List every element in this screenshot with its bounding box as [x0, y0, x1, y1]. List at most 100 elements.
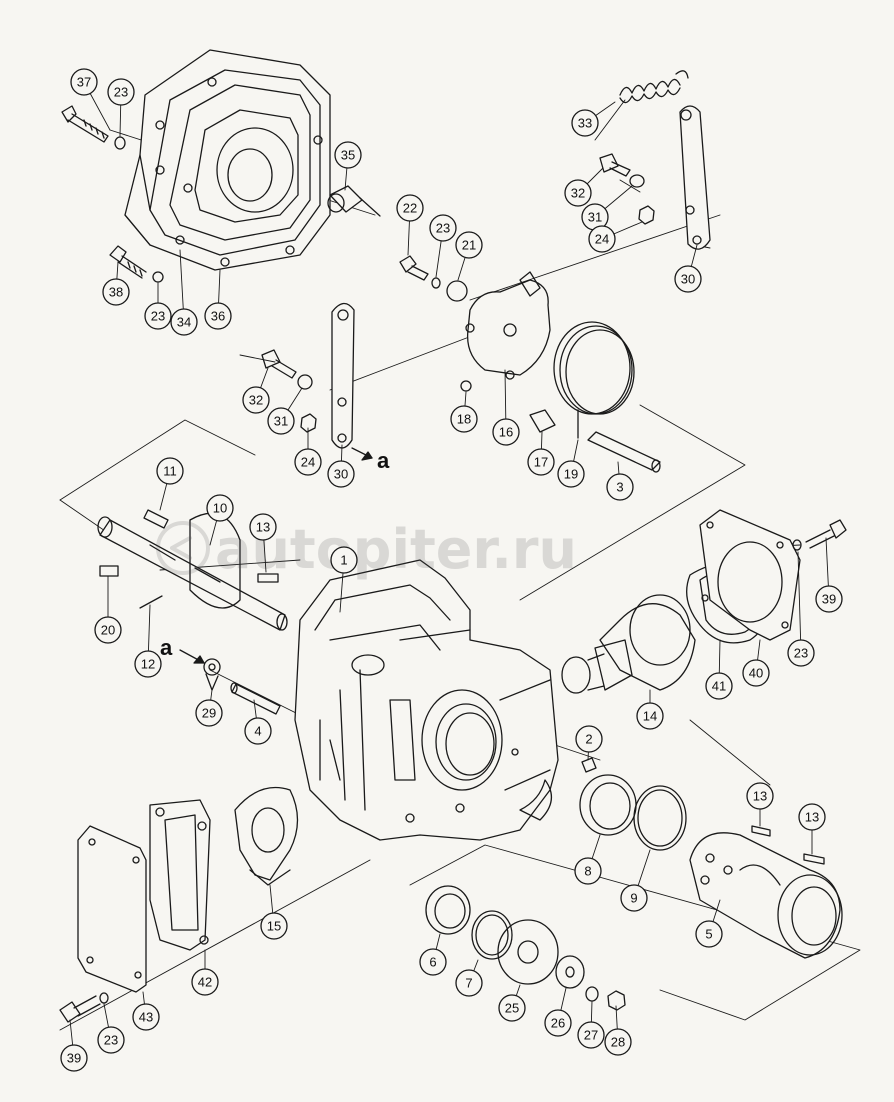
- key-13-lower: [803, 853, 825, 865]
- callout-number: 21: [462, 238, 476, 253]
- transmission-case-1: [294, 559, 559, 841]
- stud-32-mid: [261, 349, 297, 379]
- callout-circle: [97, 1026, 125, 1054]
- callout-18: 18: [450, 391, 478, 433]
- callout-22: 22: [396, 194, 424, 256]
- callout-12: 12: [134, 604, 162, 678]
- callout-number: 43: [139, 1010, 153, 1025]
- seal-8: [579, 774, 637, 836]
- pin-3: [587, 431, 661, 473]
- callout-number: 23: [794, 646, 808, 661]
- callout-circle: [94, 616, 122, 644]
- washer-23-right: [792, 539, 802, 551]
- callout-number: 30: [334, 467, 348, 482]
- callout-number: 33: [578, 116, 592, 131]
- callout-11: 11: [156, 457, 184, 511]
- callout-number: 4: [254, 724, 261, 739]
- washer-26: [555, 955, 585, 989]
- callout-42: 42: [191, 949, 219, 996]
- callout-number: 9: [630, 891, 637, 906]
- callout-number: 10: [213, 501, 227, 516]
- callout-number: 27: [584, 1028, 598, 1043]
- spring-33: [619, 70, 689, 104]
- callout-number: 23: [436, 221, 450, 236]
- callout-circle: [244, 717, 272, 745]
- callout-number: 8: [584, 864, 591, 879]
- callout-circle: [450, 405, 478, 433]
- callout-19: 19: [557, 439, 585, 488]
- callout-circle: [206, 494, 234, 522]
- callout-circle: [455, 231, 483, 259]
- callout-number: 15: [267, 919, 281, 934]
- bolt-39-bottom: [59, 995, 101, 1023]
- gasket-42: [149, 799, 211, 951]
- pin-12: [139, 595, 163, 609]
- callout-circle: [787, 639, 815, 667]
- callout-number: 40: [749, 666, 763, 681]
- callout-circle: [575, 725, 603, 753]
- callout-circle: [815, 585, 843, 613]
- callout-27: 27: [577, 1000, 605, 1049]
- callout-circle: [746, 782, 774, 810]
- callout-circle: [742, 659, 770, 687]
- callout-25: 25: [498, 984, 526, 1022]
- callout-circle: [260, 912, 288, 940]
- lever-30-top: [679, 105, 711, 250]
- callout-32: 32: [564, 167, 604, 207]
- callout-number: 25: [505, 1001, 519, 1016]
- callout-circle: [191, 968, 219, 996]
- bolt-22: [399, 255, 429, 281]
- callout-17: 17: [527, 431, 555, 476]
- callout-13: 13: [746, 782, 774, 827]
- callout-number: 5: [705, 927, 712, 942]
- callout-circle: [606, 473, 634, 501]
- callout-4: 4: [244, 699, 272, 745]
- callout-circle: [527, 448, 555, 476]
- callout-41: 41: [705, 639, 733, 700]
- callout-number: 13: [805, 810, 819, 825]
- callout-number: 17: [534, 455, 548, 470]
- callout-circle: [170, 308, 198, 336]
- callout-23: 23: [429, 214, 457, 278]
- callout-circle: [544, 1009, 572, 1037]
- guide-lines: [59, 99, 861, 1031]
- callout-circle: [588, 225, 616, 253]
- seal-6: [425, 885, 471, 935]
- snap-ring-7: [471, 910, 513, 960]
- key-13-left: [257, 573, 279, 583]
- callout-circle: [294, 448, 322, 476]
- callout-circle: [574, 857, 602, 885]
- callout-circle: [204, 302, 232, 330]
- callout-33: 33: [571, 101, 616, 137]
- key-20: [99, 565, 119, 577]
- callout-circle: [134, 650, 162, 678]
- callout-35: 35: [334, 141, 362, 191]
- band-15: [234, 786, 299, 886]
- callout-number: 20: [101, 623, 115, 638]
- callout-number: 23: [114, 85, 128, 100]
- callout-39: 39: [815, 537, 843, 613]
- callout-8: 8: [574, 834, 602, 885]
- callout-32: 32: [242, 367, 270, 414]
- callout-34: 34: [170, 249, 198, 336]
- callout-circle: [396, 194, 424, 222]
- spacer-31-top: [629, 174, 645, 188]
- callout-37: 37: [70, 68, 111, 131]
- bolt-39-right: [805, 519, 847, 549]
- stud-32-top: [599, 153, 631, 177]
- callout-31: 31: [581, 185, 633, 231]
- nut-24-mid: [300, 413, 317, 433]
- callout-number: 18: [457, 412, 471, 427]
- callout-number: 35: [341, 148, 355, 163]
- callout-circle: [249, 513, 277, 541]
- washer-23-left: [152, 271, 164, 283]
- snap-ring-9: [633, 785, 687, 851]
- watermark: autopiter.ru: [156, 518, 577, 581]
- callout-5: 5: [695, 899, 723, 948]
- callout-number: 23: [104, 1033, 118, 1048]
- callout-number: 30: [681, 272, 695, 287]
- cover-40: [699, 509, 801, 641]
- callout-13: 13: [798, 803, 826, 855]
- callout-21: 21: [455, 231, 483, 281]
- callout-number: 41: [712, 679, 726, 694]
